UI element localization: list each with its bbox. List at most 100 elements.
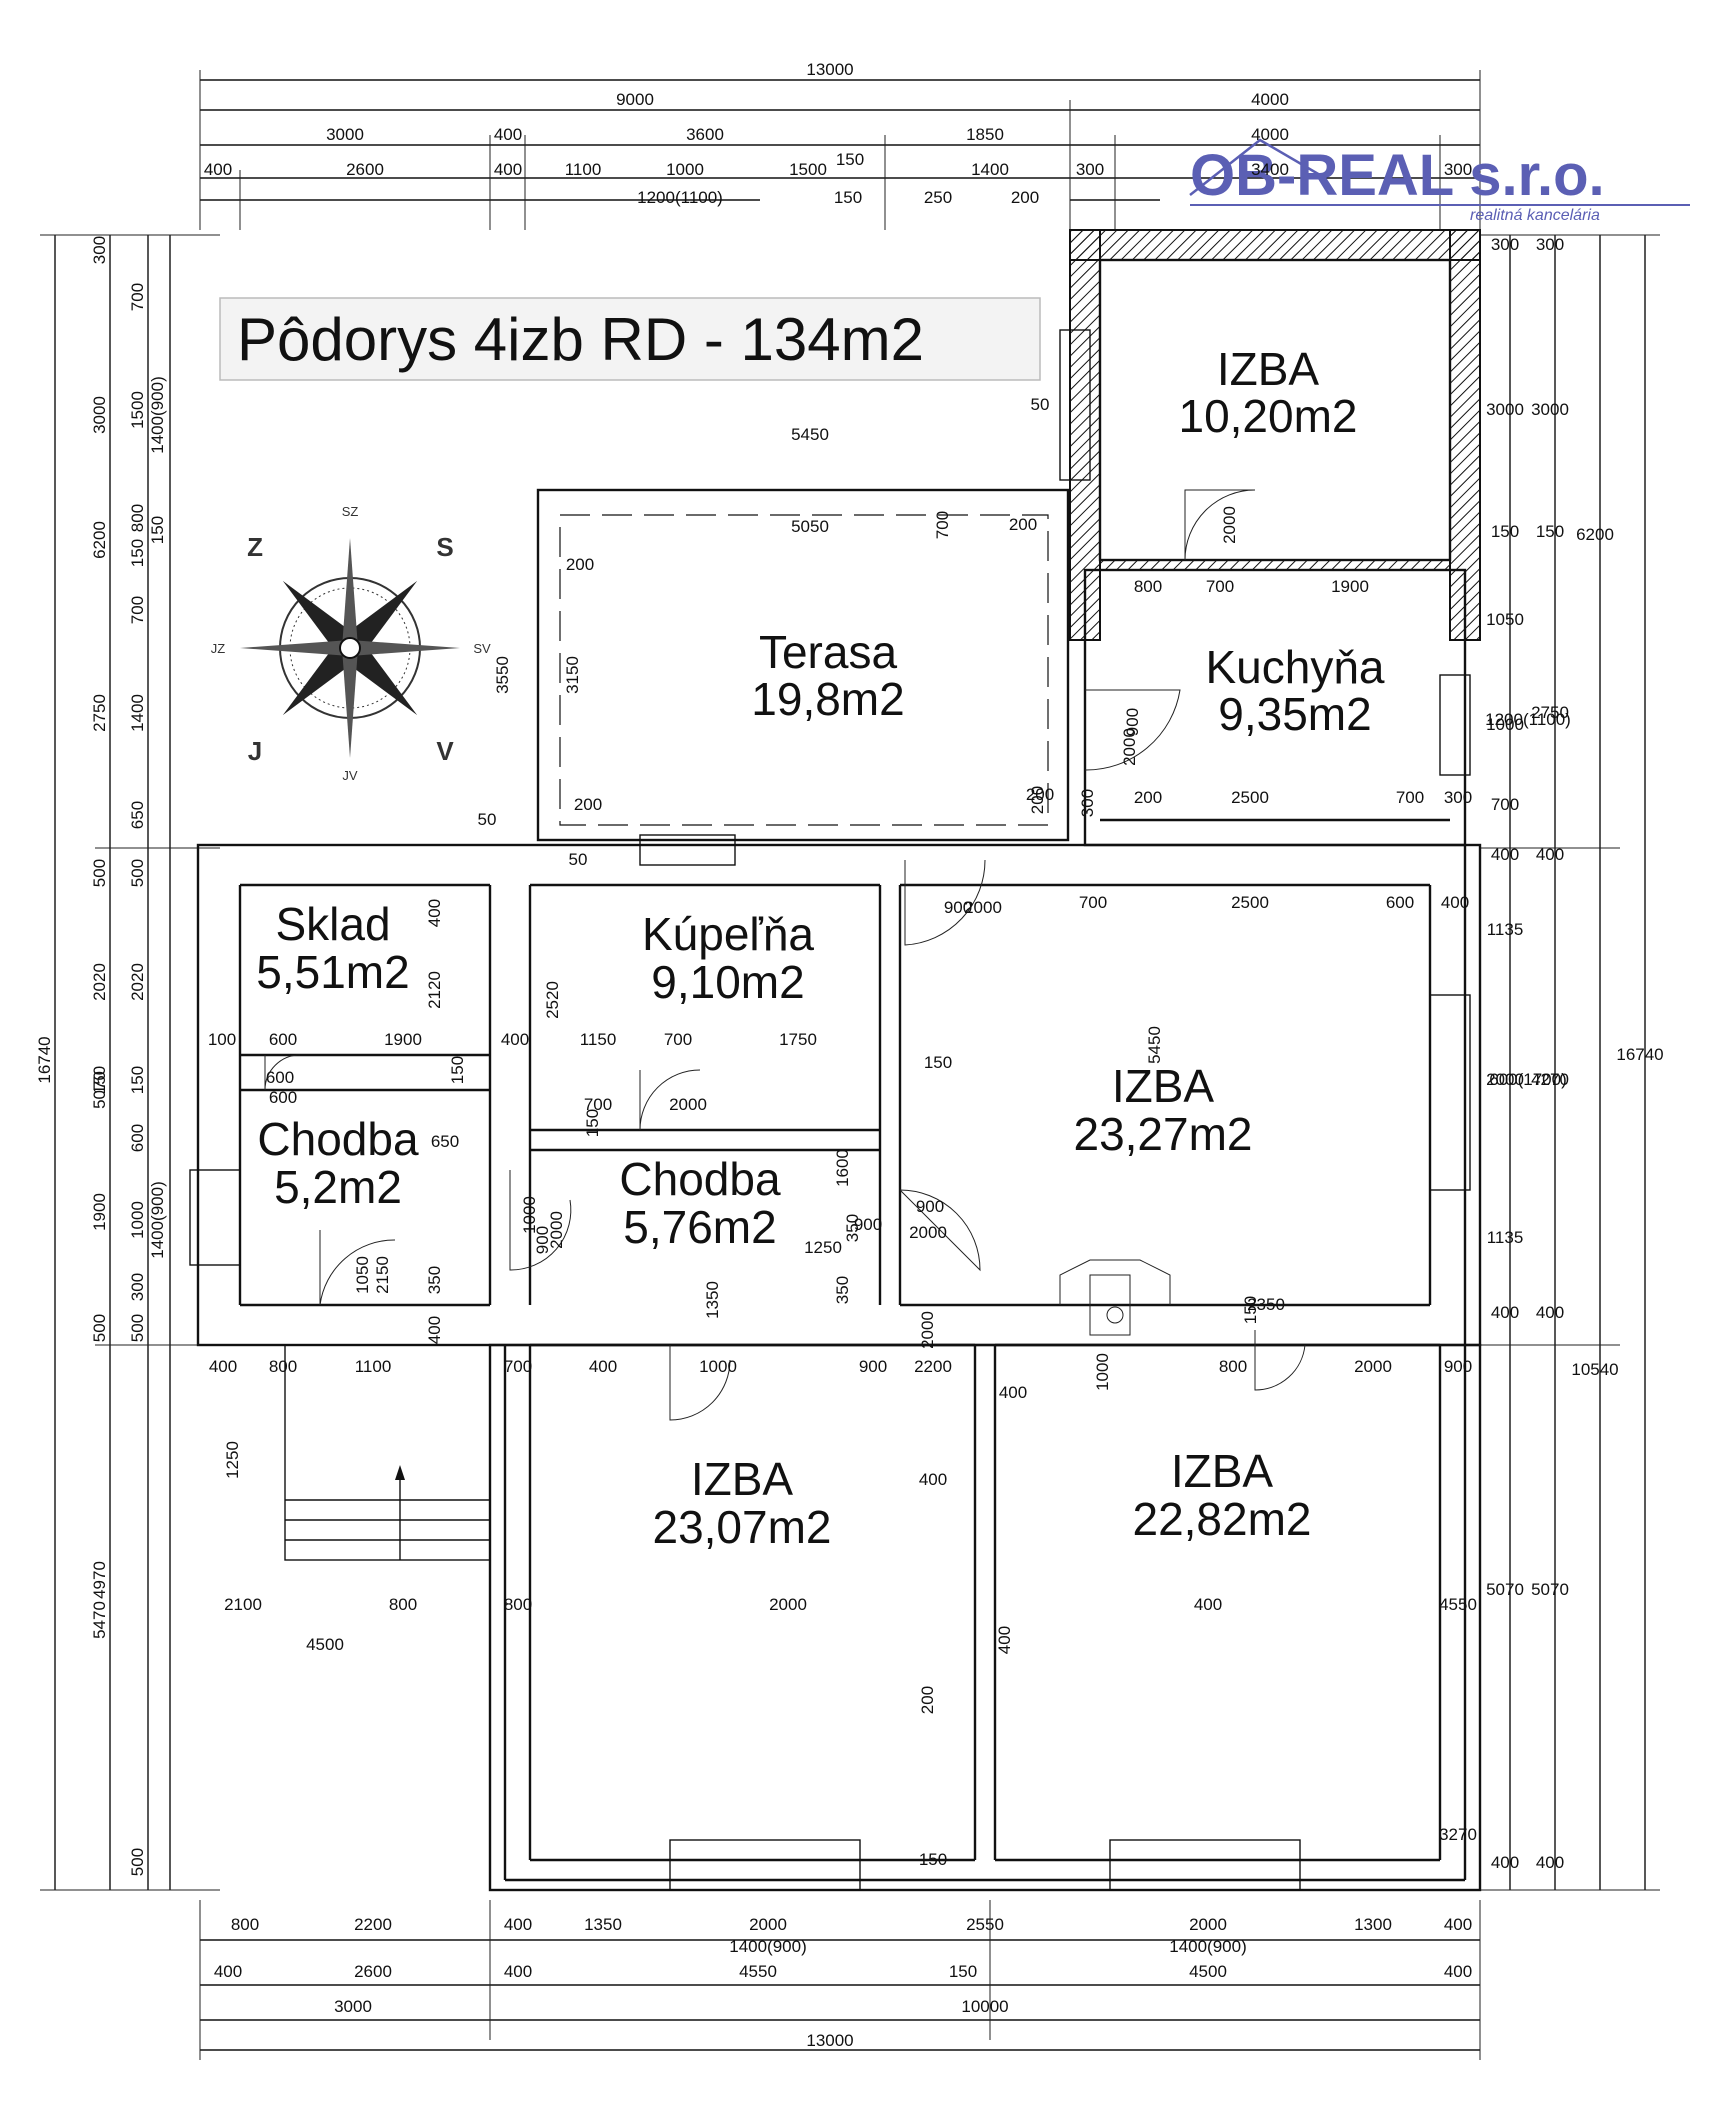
- dimension-label: 2000: [1354, 1357, 1392, 1376]
- dimension-label: 1135: [1487, 920, 1524, 939]
- room-area: 10,20m2: [1178, 390, 1357, 442]
- dimension-label: 300: [1491, 235, 1519, 254]
- dimension-label: 150: [1536, 522, 1564, 541]
- dimension-label: 700: [1491, 795, 1519, 814]
- dimension-label: 4500: [1189, 1962, 1227, 1981]
- logo: OB-REAL s.r.o. realitná kancelária: [1189, 138, 1690, 224]
- logo-text: OB-REAL s.r.o.: [1190, 143, 1605, 208]
- dimension-label: 300: [90, 236, 109, 264]
- dimension-label: 1200(1100): [637, 188, 723, 207]
- dimension-label: 500: [128, 859, 147, 887]
- room-area: 9,35m2: [1218, 688, 1371, 740]
- dimension-label: 150: [949, 1962, 977, 1981]
- dimension-label: 5470: [90, 1601, 109, 1639]
- dimension-lines-left: [40, 234, 220, 1891]
- dimension-label: 1900: [90, 1193, 109, 1231]
- dimension-label: 1350: [584, 1915, 622, 1934]
- dimension-label: 150: [1241, 1296, 1260, 1324]
- dimension-label: 3550: [493, 656, 512, 694]
- dimension-label: 3000: [1531, 400, 1569, 419]
- room-name: Chodba: [619, 1153, 781, 1205]
- dimension-label: 350: [425, 1266, 444, 1294]
- dimension-label: 100: [208, 1030, 236, 1049]
- dimension-label: 1850: [966, 125, 1004, 144]
- dimension-label: 900: [1444, 1357, 1472, 1376]
- dimension-label: 1000: [1093, 1353, 1112, 1391]
- dimension-label: 1900: [384, 1030, 422, 1049]
- dimension-label: 1400(900): [1169, 1937, 1247, 1956]
- dimension-label: 150: [148, 516, 167, 544]
- dimension-label: 150: [834, 188, 862, 207]
- dimension-label: 9000: [616, 90, 654, 109]
- dimension-label: 13000: [806, 60, 853, 79]
- dimension-label: 2020: [128, 963, 147, 1001]
- dimension-label: 800: [1134, 577, 1162, 596]
- dimension-label: 1135: [1487, 1228, 1524, 1247]
- dimension-label: 150: [90, 1066, 109, 1094]
- dimension-label: 3400: [1251, 160, 1289, 179]
- dimension-label: 400: [1194, 1595, 1222, 1614]
- compass-lower-left-label: J: [248, 736, 262, 766]
- room-labels: IZBA 10,20m2 Terasa 19,8m2 Kuchyňa 9,35m…: [256, 343, 1385, 1553]
- dimension-label: 1100: [565, 160, 602, 179]
- dimension-label: 2000: [769, 1595, 807, 1614]
- dimension-label: 1000: [128, 1201, 147, 1239]
- dimension-label: 2150: [373, 1256, 392, 1294]
- dimension-label: 150: [128, 1066, 147, 1094]
- dimension-label: 1250: [223, 1441, 242, 1479]
- compass-left-label: JZ: [211, 641, 226, 656]
- dimension-label: 400: [494, 160, 522, 179]
- room-name: IZBA: [691, 1453, 794, 1505]
- dimension-label: 300: [1536, 235, 1564, 254]
- dimension-label: 200: [1009, 515, 1037, 534]
- dimension-label: 2000: [1189, 1915, 1227, 1934]
- dimension-label: 16740: [35, 1036, 54, 1083]
- dimension-label: 400: [1444, 1962, 1472, 1981]
- dimension-label: 2550: [966, 1915, 1004, 1934]
- dimension-label: 2520: [543, 981, 562, 1019]
- compass-upper-right-label: S: [436, 532, 453, 562]
- dimension-label: 600: [128, 1124, 147, 1152]
- dimension-label: 200: [1134, 788, 1162, 807]
- dimension-label: 600: [266, 1068, 294, 1087]
- walls: [196, 229, 1482, 1892]
- dimension-label: 900: [944, 898, 972, 917]
- dimension-label: 2000: [918, 1311, 937, 1349]
- dimension-label: 50: [569, 850, 588, 869]
- dimension-label: 400: [504, 1962, 532, 1981]
- dimension-label: 50: [1031, 395, 1050, 414]
- room-area: 5,76m2: [623, 1201, 776, 1253]
- dimension-label: 16740: [1616, 1045, 1663, 1064]
- dimension-label: 150: [128, 539, 147, 567]
- dimension-label: 1300: [1354, 1915, 1392, 1934]
- dimension-label: 3600: [686, 125, 724, 144]
- dimension-lines-top: [199, 70, 1481, 230]
- dimension-label: 4550: [1439, 1595, 1477, 1614]
- dimension-label: 1400(900): [729, 1937, 807, 1956]
- dimension-label: 400: [1491, 1853, 1519, 1872]
- dimension-label: 400: [1441, 893, 1469, 912]
- dimension-label: 400: [995, 1626, 1014, 1654]
- dimension-label: 400: [1491, 1303, 1519, 1322]
- dimension-label: 4970: [90, 1561, 109, 1599]
- dimension-label: 1750: [779, 1030, 817, 1049]
- dimension-label: 1000: [1486, 715, 1524, 734]
- dimension-label: 13000: [806, 2031, 853, 2050]
- dimension-label: 6200: [90, 521, 109, 559]
- dimension-label: 400: [425, 1316, 444, 1344]
- dimension-label: 3000: [326, 125, 364, 144]
- dimension-label: 2600: [354, 1962, 392, 1981]
- compass-upper-left-label: Z: [247, 532, 263, 562]
- room-name: Sklad: [275, 898, 390, 950]
- dimension-label: 400: [919, 1470, 947, 1489]
- room-area: 9,10m2: [651, 956, 804, 1008]
- dimension-label: 1600: [833, 1149, 852, 1187]
- dimension-label: 4000: [1251, 90, 1289, 109]
- windows: [189, 329, 1471, 1891]
- dimension-label: 2200: [914, 1357, 952, 1376]
- dimension-label: 150: [924, 1053, 952, 1072]
- room-name: Kúpeľňa: [642, 908, 814, 960]
